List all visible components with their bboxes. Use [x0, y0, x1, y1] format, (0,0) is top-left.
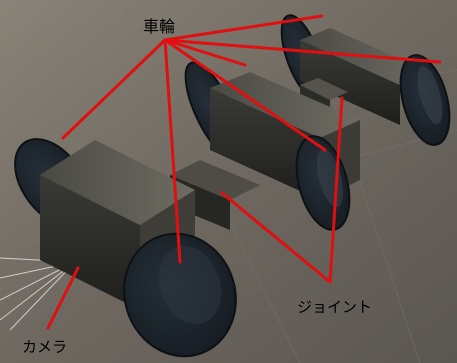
- wheels-label: 車輪: [143, 17, 176, 36]
- front-module: [14, 138, 237, 358]
- joint-annotation-lines: [220, 96, 344, 284]
- camera-annotation-line: [46, 266, 80, 330]
- middle-module: [184, 61, 360, 231]
- wheel-annotation-lines: [61, 14, 442, 264]
- joint-label: ジョイント: [297, 298, 373, 316]
- camera-label: カメラ: [22, 338, 68, 356]
- rear-module: [280, 14, 451, 146]
